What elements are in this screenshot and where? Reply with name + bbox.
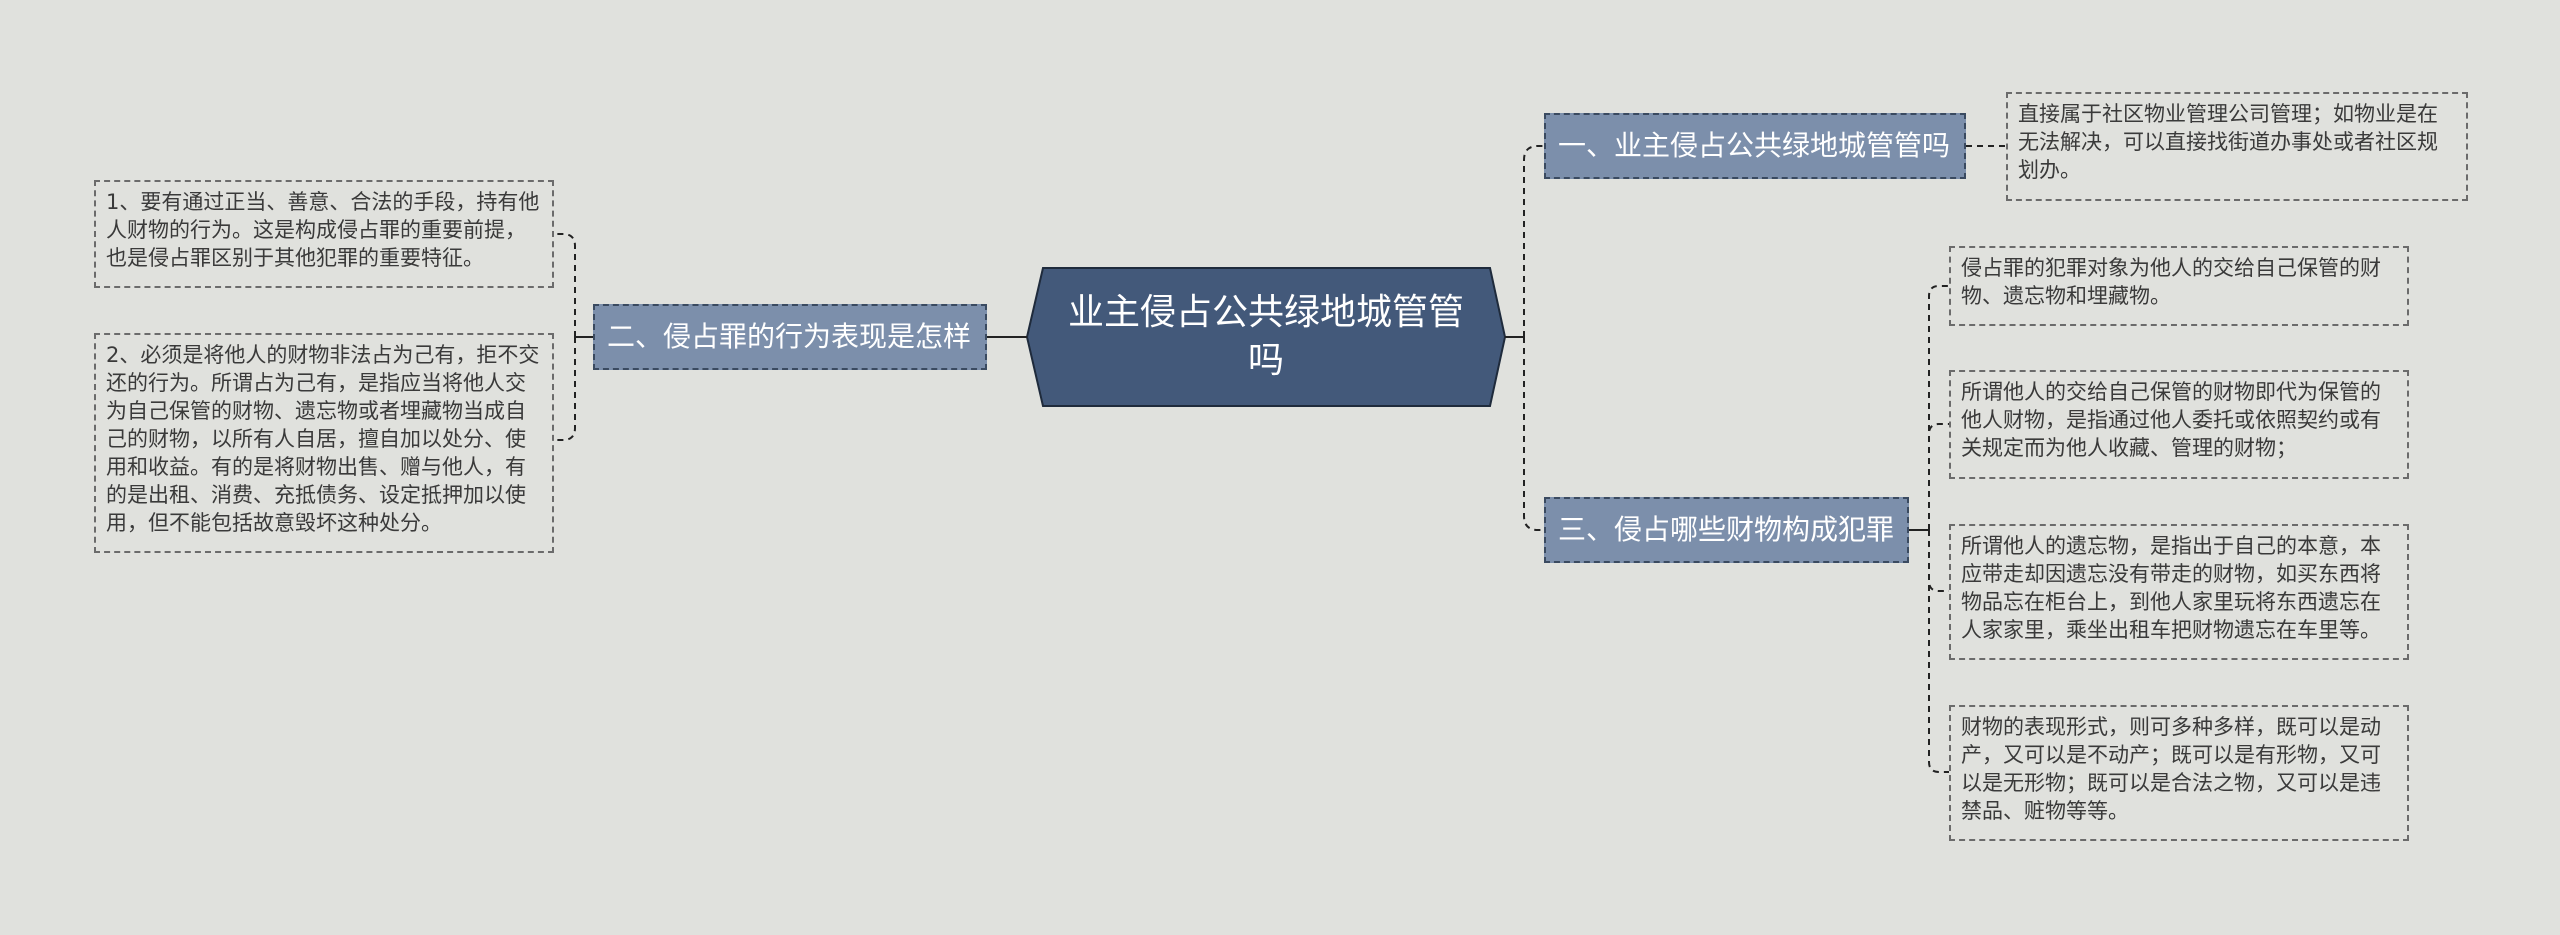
connector-b2-leaf2 (554, 337, 576, 441)
leaf-b1-1[interactable]: 直接属于社区物业管理公司管理；如物业是在无法解决，可以直接找街道办事处或者社区规… (2006, 92, 2468, 201)
leaf-b3-3[interactable]: 所谓他人的遗忘物，是指出于自己的本意，本应带走却因遗忘没有带走的财物，如买东西将… (1949, 524, 2409, 660)
branch-2-label: 二、侵占罪的行为表现是怎样 (607, 320, 972, 353)
root-node[interactable]: 业主侵占公共绿地城管管吗 (1027, 268, 1505, 406)
leaf-b2-1-text: 1、要有通过正当、善意、合法的手段，持有他人财物的行为。这是构成侵占罪的重要前提… (106, 190, 540, 270)
leaf-b3-1-text: 侵占罪的犯罪对象为他人的交给自己保管的财物、遗忘物和埋藏物。 (1961, 256, 2381, 308)
branch-1-label: 一、业主侵占公共绿地城管管吗 (1558, 129, 1951, 162)
connector-b3-leaf1 (1928, 285, 1949, 530)
leaf-b2-2[interactable]: 2、必须是将他人的财物非法占为己有，拒不交还的行为。所谓占为己有，是指应当将他人… (94, 333, 554, 553)
connector-b3-leaf3 (1928, 530, 1949, 592)
branch-1[interactable]: 一、业主侵占公共绿地城管管吗 (1544, 113, 1966, 179)
root-title: 业主侵占公共绿地城管管吗 (1067, 292, 1464, 381)
branch-3-label: 三、侵占哪些财物构成犯罪 (1558, 513, 1895, 546)
leaf-b3-2[interactable]: 所谓他人的交给自己保管的财物即代为保管的他人财物，是指通过他人委托或依照契约或有… (1949, 370, 2409, 479)
branch-3[interactable]: 三、侵占哪些财物构成犯罪 (1544, 497, 1909, 563)
connector-b2-leaf1 (554, 233, 576, 337)
leaf-b3-4-text: 财物的表现形式，则可多种多样，既可以是动产，又可以是不动产；既可以是有形物，又可… (1961, 715, 2381, 823)
connector-trunk-b3 (1523, 337, 1544, 531)
leaf-b3-2-text: 所谓他人的交给自己保管的财物即代为保管的他人财物，是指通过他人委托或依照契约或有… (1961, 380, 2381, 460)
leaf-b2-2-text: 2、必须是将他人的财物非法占为己有，拒不交还的行为。所谓占为己有，是指应当将他人… (106, 343, 540, 535)
leaf-b3-1[interactable]: 侵占罪的犯罪对象为他人的交给自己保管的财物、遗忘物和埋藏物。 (1949, 246, 2409, 326)
leaf-b3-4[interactable]: 财物的表现形式，则可多种多样，既可以是动产，又可以是不动产；既可以是有形物，又可… (1949, 705, 2409, 841)
leaf-b3-3-text: 所谓他人的遗忘物，是指出于自己的本意，本应带走却因遗忘没有带走的财物，如买东西将… (1961, 534, 2381, 642)
leaf-b2-1[interactable]: 1、要有通过正当、善意、合法的手段，持有他人财物的行为。这是构成侵占罪的重要前提… (94, 180, 554, 288)
connector-trunk-b1 (1523, 145, 1544, 337)
connector-b3-leaf4 (1928, 530, 1949, 773)
connector-b3-leaf2 (1928, 423, 1949, 530)
branch-2[interactable]: 二、侵占罪的行为表现是怎样 (593, 304, 987, 370)
leaf-b1-1-text: 直接属于社区物业管理公司管理；如物业是在无法解决，可以直接找街道办事处或者社区规… (2018, 102, 2438, 182)
